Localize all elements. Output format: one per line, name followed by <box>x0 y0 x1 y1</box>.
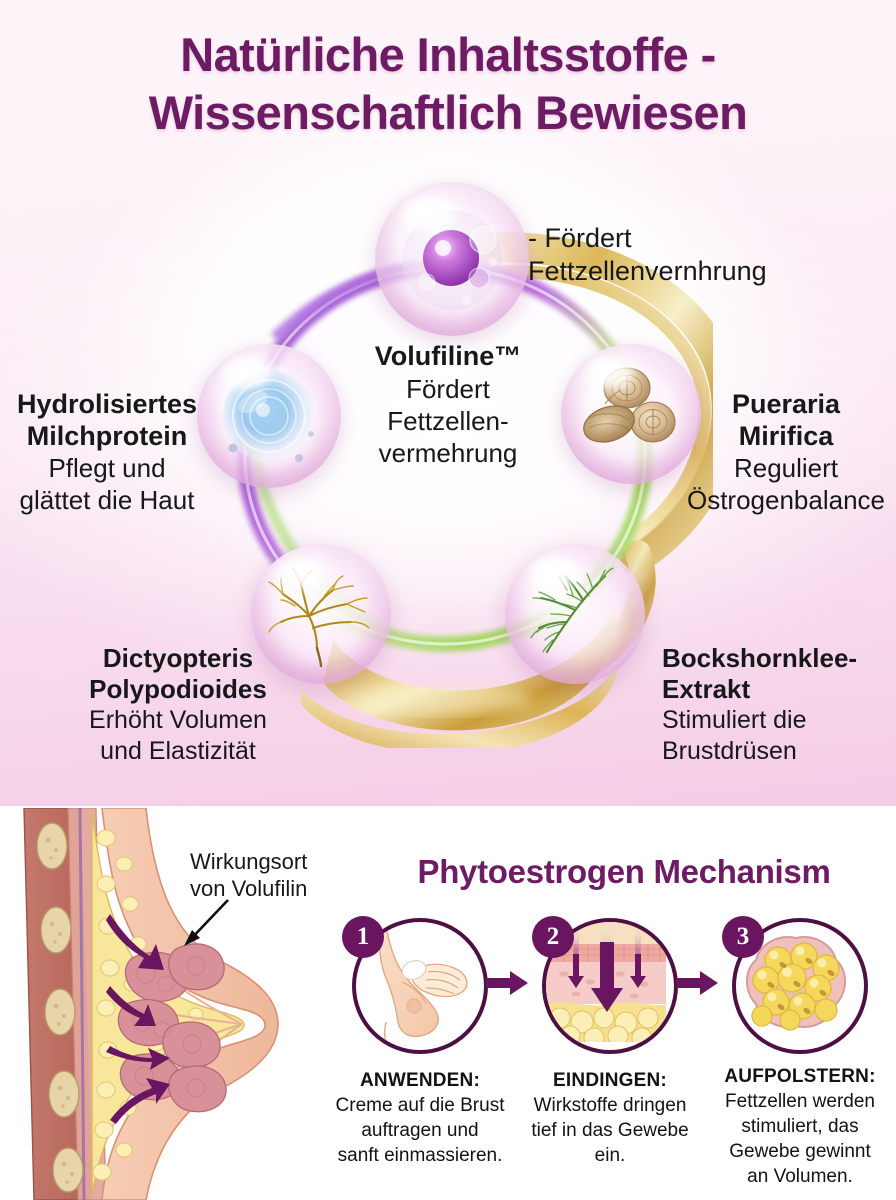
arrow-step1-to-step2-icon <box>486 971 528 995</box>
fat-cell-cluster-icon <box>736 922 864 1050</box>
step-1: 1 <box>336 916 504 1166</box>
anatomy-annotation-line2: von Volufilin <box>190 876 308 901</box>
step-1-circle: 1 <box>342 916 488 1054</box>
callout-top-line2: Fettzellenvernhrung <box>528 256 767 286</box>
label-pueraria-desc1: Reguliert <box>733 453 839 483</box>
root-slices-icon <box>583 367 676 443</box>
page-title-line2: Wissenschaftlich Bewiesen <box>148 86 748 139</box>
step-1-number: 1 <box>342 916 384 958</box>
step-3-caption: AUFPOLSTERN: Fettzellen werden stimulier… <box>706 1064 894 1189</box>
label-pueraria-name2: Mirifica <box>738 421 834 451</box>
label-pueraria-desc2: Östrogenbalance <box>686 485 886 515</box>
bubble-fenugreek <box>505 544 645 684</box>
step-3-body3: Gewebe gewinnt <box>729 1141 871 1162</box>
step-3: 3 <box>720 916 880 1187</box>
step-3-number: 3 <box>722 916 764 958</box>
step-1-body2: auftragen und <box>361 1120 479 1141</box>
step-2-body3: ein. <box>594 1145 626 1166</box>
label-fenugreek-desc1: Stimuliert die <box>662 706 807 734</box>
anatomy-annotation-line1: Wirkungsort <box>190 849 308 874</box>
step-2: 2 <box>530 916 690 1166</box>
blue-droplet-swirl-icon <box>223 370 315 462</box>
step-2-body2: tief in das Gewebe <box>531 1120 689 1141</box>
label-dictyopteris: Dictyopteris Polypodioides Erhöht Volume… <box>52 643 304 767</box>
label-volufiline-desc1: Fördert <box>406 374 490 404</box>
callout-top-line1: - Fördert <box>528 223 632 253</box>
step-3-body2: stimuliert, das <box>741 1116 859 1137</box>
ingredients-section: Natürliche Inhaltsstoffe - Wissenschaftl… <box>0 0 896 806</box>
step-1-body3: sanft einmassieren. <box>337 1145 503 1166</box>
step-2-number: 2 <box>532 916 574 958</box>
label-milk-protein-name2: Milchprotein <box>26 421 188 451</box>
label-dictyopteris-name2: Polypodioides <box>89 674 267 704</box>
step-2-body1: Wirkstoffe dringen <box>533 1095 687 1116</box>
page-title: Natürliche Inhaltsstoffe - Wissenschaftl… <box>0 26 896 142</box>
step-2-caption: EINDINGEN: Wirkstoffe dringen tief in da… <box>516 1068 704 1168</box>
step-2-circle: 2 <box>532 916 678 1054</box>
volufiline-molecule-icon <box>402 210 502 310</box>
label-pueraria: Pueraria Mirifica Reguliert Östrogenbala… <box>672 388 896 516</box>
ingredient-ring-graphic <box>183 182 713 748</box>
mechanism-title: Phytoestrogen Mechanism <box>417 853 831 890</box>
callout-top-fat-cell: - Fördert Fettzellenvernhrung <box>528 222 888 288</box>
label-milk-protein-desc1: Pflegt und <box>48 453 166 483</box>
label-fenugreek-name2: Extrakt <box>662 674 751 704</box>
arrow-step2-to-step3-icon <box>676 971 718 995</box>
bubble-milk-protein <box>197 344 341 488</box>
label-milk-protein: Hydrolisiertes Milchprotein Pflegt und g… <box>0 388 218 516</box>
step-3-heading: AUFPOLSTERN: <box>724 1066 876 1087</box>
breast-cross-section-icon <box>23 808 279 1200</box>
mechanism-steps: 1 <box>336 916 896 1200</box>
label-dictyopteris-name1: Dictyopteris <box>102 643 254 673</box>
green-herb-sprig-icon <box>530 567 614 653</box>
step-1-body1: Creme auf die Brust <box>335 1095 505 1116</box>
step-3-circle: 3 <box>722 916 868 1054</box>
bubble-dictyopteris <box>251 544 391 684</box>
label-volufiline-desc2: Fettzellen- <box>387 406 509 436</box>
label-fenugreek-desc2: Brustdrüsen <box>662 737 797 765</box>
label-volufiline: Volufiline™ Fördert Fettzellen- vermehru… <box>338 340 558 469</box>
annotation-arrow-head-icon <box>184 930 200 946</box>
label-pueraria-name1: Pueraria <box>731 389 841 419</box>
label-dictyopteris-desc2: und Elastizität <box>100 737 256 765</box>
label-volufiline-name: Volufiline™ <box>374 341 522 371</box>
label-volufiline-desc3: vermehrung <box>378 438 518 468</box>
anatomy-annotation: Wirkungsort von Volufilin <box>190 848 365 902</box>
label-milk-protein-desc2: glättet die Haut <box>19 485 195 515</box>
skin-penetration-icon <box>546 922 674 1050</box>
step-1-heading: ANWENDEN: <box>359 1070 480 1091</box>
action-arrows <box>106 914 170 1124</box>
step-2-heading: EINDINGEN: <box>553 1070 667 1091</box>
page-title-line1: Natürliche Inhaltsstoffe - <box>180 28 716 81</box>
apply-cream-icon <box>356 922 484 1050</box>
bubble-volufiline <box>375 182 529 336</box>
label-dictyopteris-desc1: Erhöht Volumen <box>89 706 267 734</box>
gold-oil-pool <box>301 606 619 748</box>
bubble-pueraria <box>561 344 701 484</box>
label-fenugreek-name1: Bockshornklee- <box>662 643 858 673</box>
step-3-body4: an Volumen. <box>747 1166 853 1187</box>
step-3-body1: Fettzellen werden <box>725 1091 875 1112</box>
label-fenugreek: Bockshornklee- Extrakt Stimuliert die Br… <box>662 643 896 767</box>
step-1-caption: ANWENDEN: Creme auf die Brust auftragen … <box>326 1068 514 1168</box>
label-milk-protein-name1: Hydrolisiertes <box>16 389 198 419</box>
